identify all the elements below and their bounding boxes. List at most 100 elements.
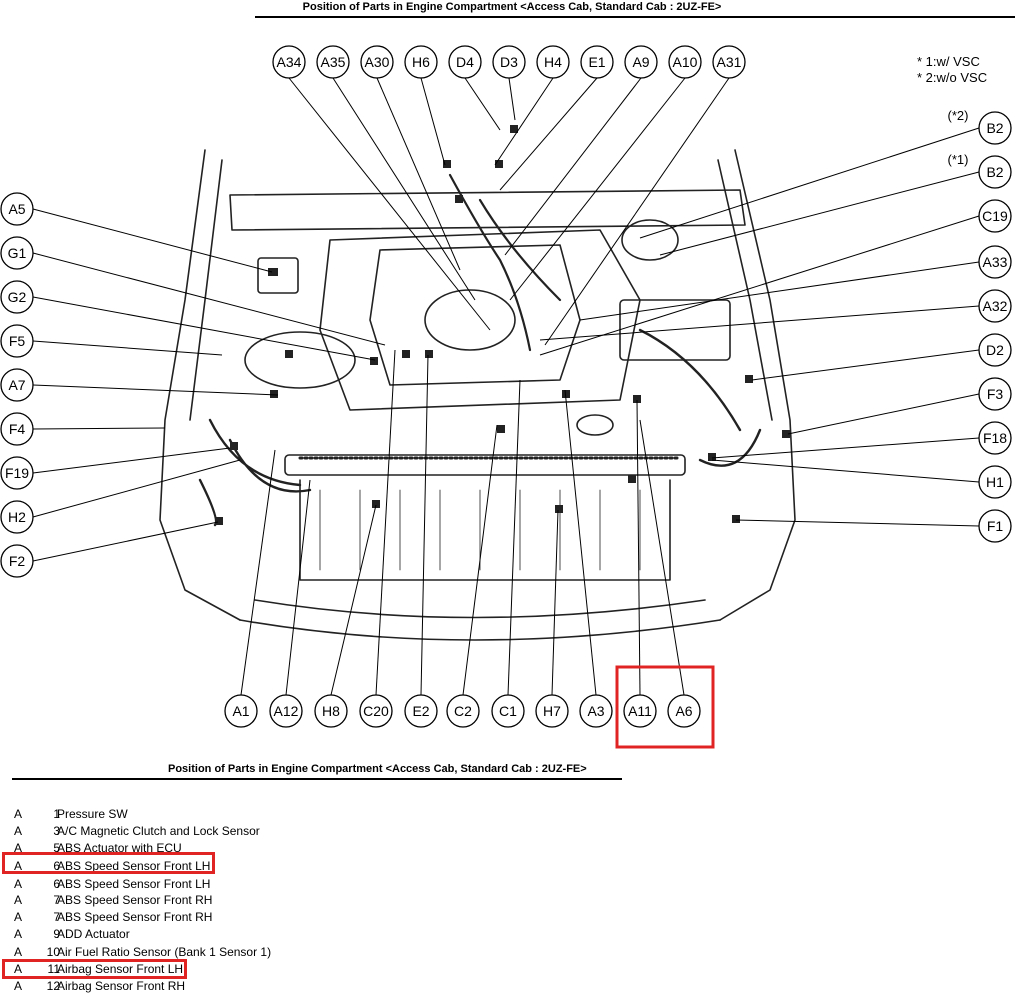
legend-letter: A [14,841,23,855]
callout-circle [668,45,702,79]
callout-circle [978,199,1012,233]
legend-number: 9 [53,927,60,941]
legend-number: 3 [53,824,60,838]
leader-line [787,393,980,435]
leader-line [32,384,279,396]
legend-part-name: Air Fuel Ratio Sensor (Bank 1 Sensor 1) [57,945,272,959]
callout-label: A5 [8,201,25,217]
callout-label: C1 [499,703,517,719]
left-fender-inner [189,159,223,421]
callout-a33: A33 [978,245,1012,279]
callout-circle [978,377,1012,411]
callout-label: D4 [456,54,474,70]
callout-label: F3 [987,386,1004,402]
callout-label: G1 [8,245,27,261]
callout-g1: G1 [0,236,34,270]
air-cleaner [244,331,356,389]
engine-drawing [159,125,796,641]
callout-label: H2 [8,509,26,525]
legend-number: 10 [46,945,60,959]
callout-c1: C1 [491,694,525,728]
callout-label: H4 [544,54,562,70]
right-fender-outline [719,149,796,621]
legend-part-name: Pressure SW [57,807,128,821]
leader-line [539,215,980,356]
callout-a32: A32 [978,289,1012,323]
legend-letter: A [14,962,23,976]
callout-label: E2 [412,703,429,719]
callout-circle [224,694,258,728]
callout-circle [492,45,526,79]
connector-marks [215,125,790,525]
leader-line [32,208,273,273]
callout-label: A12 [274,703,299,719]
leader-line [288,77,491,331]
leader-line [32,447,231,474]
leader-lines [32,77,980,696]
callout-label: D2 [986,342,1004,358]
leader-line [332,77,476,301]
radiator-support [284,454,686,476]
legend-number: 6 [53,859,60,873]
callout-circle [359,694,393,728]
callout-qualifier: (*2) [948,108,969,123]
callout-a6: A6 [667,694,701,728]
highlight-box-a11-a6 [615,665,715,749]
callout-label: A6 [675,703,692,719]
callout-label: A7 [8,377,25,393]
callout-a7: A7 [0,368,34,402]
leader-line [751,349,980,381]
callout-circle [978,421,1012,455]
callout-circle [0,192,34,226]
callout-circle [978,509,1012,543]
callout-a31: A31 [712,45,746,79]
diagram-title: Position of Parts in Engine Compartment … [302,1,722,13]
leader-line [711,437,980,459]
callout-a12: A12 [269,694,303,728]
callout-circle [536,45,570,79]
leader-line [735,519,980,527]
leader-line [539,305,980,341]
legend-letter: A [14,824,23,838]
legend-part-name: ADD Actuator [57,927,130,941]
leader-line [636,399,641,696]
leader-line [330,504,377,696]
callout-circle [978,333,1012,367]
legend-number: 7 [53,893,60,907]
callout-d2: D2 [978,333,1012,367]
callout-label: C19 [982,208,1008,224]
callout-circle [448,45,482,79]
callout-circle [446,694,480,728]
legend-letter: A [14,927,23,941]
callout-a35: A35 [316,45,350,79]
right-fender-inner [717,159,773,421]
legend-part-name: ABS Actuator with ECU [57,841,182,855]
callout-circle [272,45,306,79]
callout-c20: C20 [359,694,393,728]
callout-a9: A9 [624,45,658,79]
callout-label: F19 [5,465,29,481]
callout-a1: A1 [224,694,258,728]
legend-number: 11 [47,962,60,976]
leader-line [508,77,516,121]
callout-d3: D3 [492,45,526,79]
callout-circle [535,694,569,728]
footnotes: * 1:w/ VSC * 2:w/o VSC [917,54,987,86]
legend-number: 5 [53,841,60,855]
leader-line [494,77,554,166]
leader-line [32,459,241,518]
engine-cover [319,229,641,411]
callout-circle [579,694,613,728]
callout-circle [712,45,746,79]
callout-circle [0,500,34,534]
legend-part-name: Airbag Sensor Front LH [57,962,184,976]
legend-part-name: ABS Speed Sensor Front RH [57,893,213,907]
callout-h1: H1 [978,465,1012,499]
callout-label: F18 [983,430,1007,446]
callout-e1: E1 [580,45,614,79]
callout-circle [269,694,303,728]
left-fender-outline [159,149,241,621]
abs-actuator [257,257,299,294]
leader-line [376,77,461,271]
